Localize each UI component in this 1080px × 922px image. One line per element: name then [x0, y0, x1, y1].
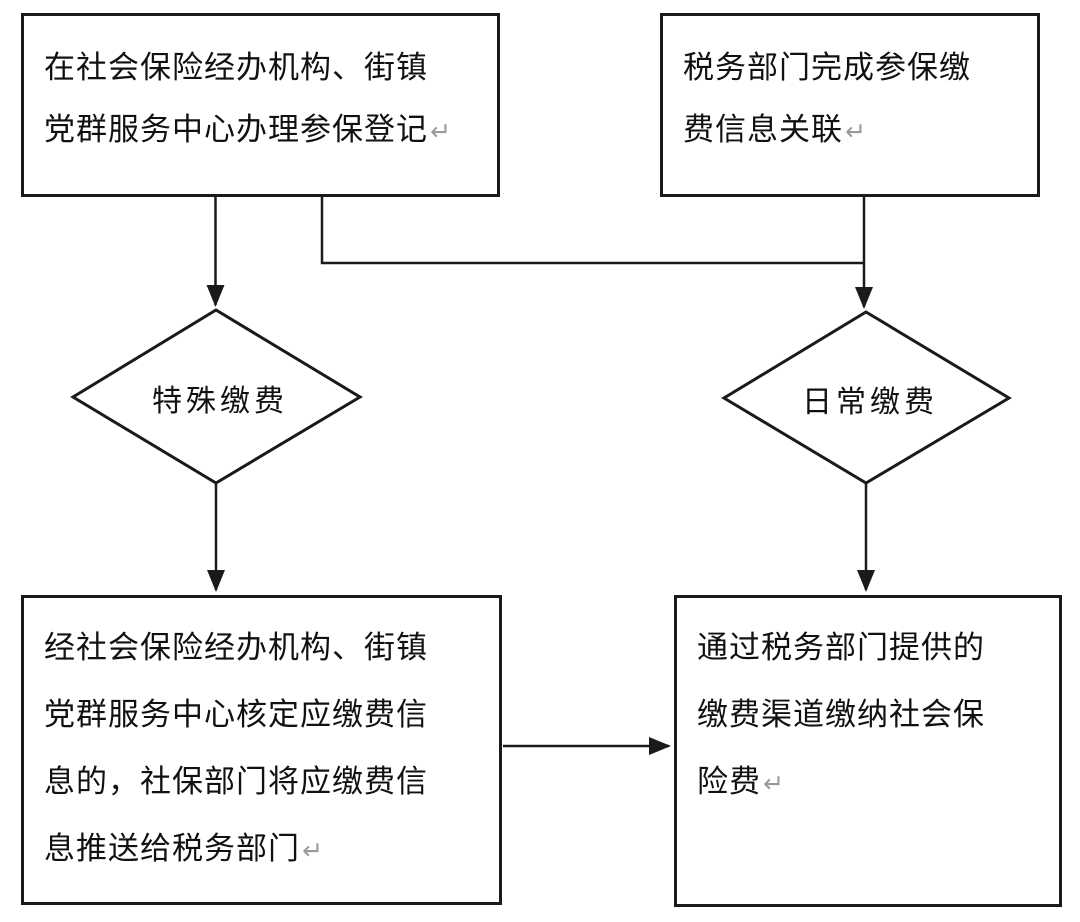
return-mark-icon: ↵: [763, 769, 785, 798]
pay-channel-box-line2: 缴费渠道缴纳社会保: [697, 697, 985, 733]
daily-payment-diamond-label: 日常缴费: [802, 385, 938, 420]
tax-link-box-line2: 费信息关联↵: [683, 112, 867, 148]
special-payment-diamond-label: 特殊缴费: [152, 384, 288, 419]
register-box: 在社会保险经办机构、街镇 党群服务中心办理参保登记↵: [21, 13, 500, 197]
register-box-line1: 在社会保险经办机构、街镇: [44, 50, 428, 86]
special-payment-diamond-shape: [70, 308, 363, 485]
verify-push-box-line3: 息的，社保部门将应缴费信: [44, 764, 428, 800]
verify-push-box-line1: 经社会保险经办机构、街镇: [44, 630, 428, 666]
return-mark-icon: ↵: [845, 117, 867, 146]
daily-payment-diamond-shape: [721, 310, 1012, 485]
verify-push-box-line2: 党群服务中心核定应缴费信: [44, 697, 428, 733]
tax-link-box-line1: 税务部门完成参保缴: [683, 50, 971, 86]
tax-link-box: 税务部门完成参保缴 费信息关联↵: [660, 13, 1040, 197]
pay-channel-box-line1: 通过税务部门提供的: [697, 630, 985, 666]
verify-push-box-line4: 息推送给税务部门↵: [44, 831, 324, 867]
register-box-line2: 党群服务中心办理参保登记↵: [44, 112, 452, 148]
return-mark-icon: ↵: [430, 117, 452, 146]
pay-channel-box-line3: 险费↵: [697, 764, 785, 800]
verify-push-box: 经社会保险经办机构、街镇 党群服务中心核定应缴费信 息的，社保部门将应缴费信 息…: [21, 595, 502, 905]
pay-channel-box: 通过税务部门提供的 缴费渠道缴纳社会保 险费↵: [674, 595, 1062, 907]
edge-register-to-daily-elbow: [320, 197, 864, 265]
return-mark-icon: ↵: [302, 836, 324, 865]
